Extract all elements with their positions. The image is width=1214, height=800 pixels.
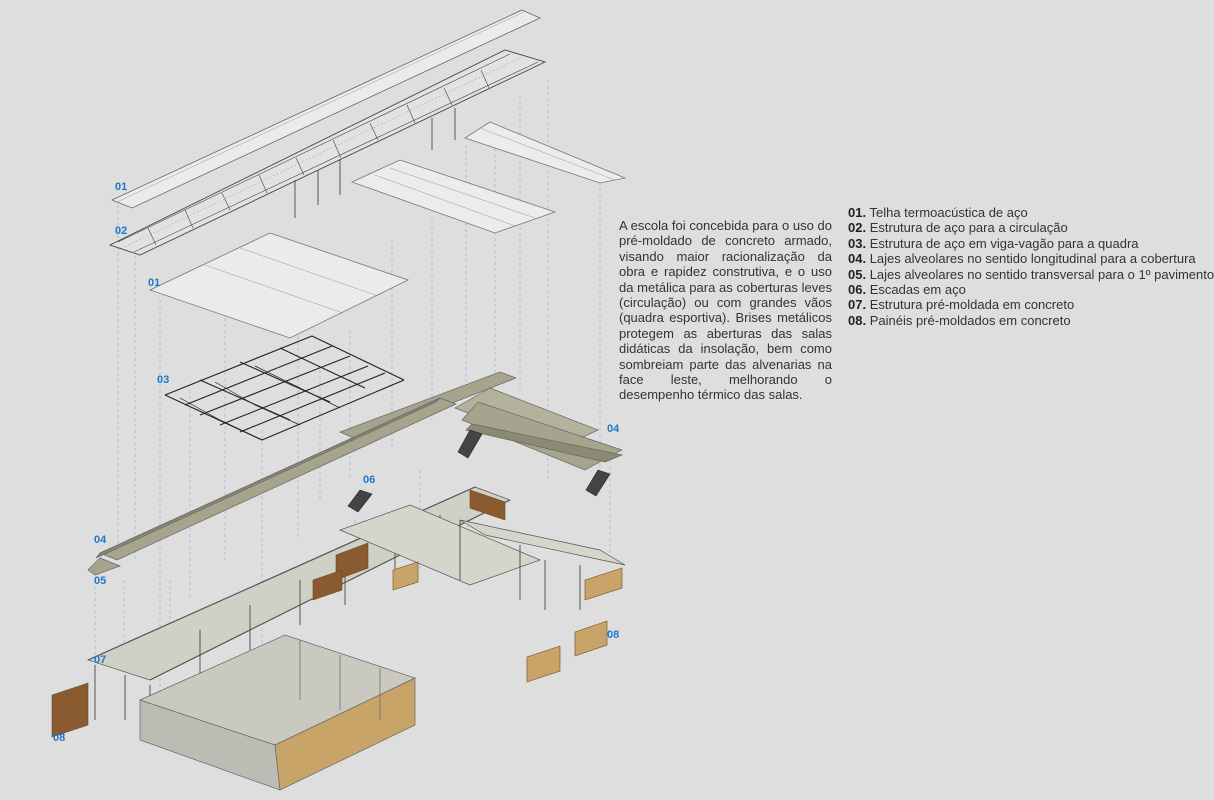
legend-item: 04. Lajes alveolares no sentido longitud… bbox=[848, 251, 1200, 266]
legend-item-text: Estrutura de aço para a circulação bbox=[869, 220, 1068, 236]
legend-item-number: 07. bbox=[848, 297, 867, 313]
legend-item: 03. Estrutura de aço em viga-vagão para … bbox=[848, 236, 1200, 251]
legend-item-number: 02. bbox=[848, 220, 867, 236]
roof-tile-court bbox=[148, 232, 410, 339]
legend-item: 07. Estrutura pré-moldada em concreto bbox=[848, 297, 1200, 312]
legend-item: 01. Telha termoacústica de aço bbox=[848, 205, 1200, 220]
label-panels-left: 08 bbox=[53, 732, 65, 744]
label-steel-circulation: 02 bbox=[115, 225, 127, 237]
legend-item-number: 05. bbox=[848, 266, 867, 282]
legend-item-number: 06. bbox=[848, 282, 867, 298]
slab-longitudinal-right bbox=[339, 371, 624, 471]
legend-item-number: 04. bbox=[848, 251, 867, 267]
roof-tile-circulation bbox=[110, 9, 541, 209]
label-slab-long-left: 04 bbox=[94, 534, 107, 546]
slab-longitudinal-left bbox=[95, 397, 457, 561]
steel-stairs bbox=[347, 429, 611, 513]
legend-item-text: Painéis pré-moldados em concreto bbox=[869, 312, 1071, 328]
legend-item-text: Estrutura pré-moldada em concreto bbox=[869, 297, 1075, 313]
precast-panels bbox=[51, 489, 623, 738]
legend-item-text: Escadas em aço bbox=[869, 282, 966, 298]
legend-item: 08. Painéis pré-moldados em concreto bbox=[848, 313, 1200, 328]
label-panels-right: 08 bbox=[607, 629, 619, 641]
legend-item: 06. Escadas em aço bbox=[848, 282, 1200, 297]
label-stairs: 06 bbox=[363, 474, 375, 486]
legend-item-number: 08. bbox=[848, 312, 867, 328]
label-slab-trans: 05 bbox=[94, 575, 106, 587]
legend-item-text: Telha termoacústica de aço bbox=[869, 205, 1028, 220]
legend-item-text: Lajes alveolares no sentido transversal … bbox=[869, 266, 1214, 282]
label-frame: 07 bbox=[94, 654, 106, 666]
project-description: A escola foi concebida para o uso do pré… bbox=[619, 218, 832, 403]
steel-structure-circulation bbox=[108, 49, 547, 256]
label-truss-court: 03 bbox=[157, 374, 169, 386]
truss-structure-court bbox=[164, 335, 405, 441]
legend-item: 05. Lajes alveolares no sentido transver… bbox=[848, 266, 1214, 282]
label-slab-long-right: 04 bbox=[607, 423, 620, 435]
legend-list: 01. Telha termoacústica de aço 02. Estru… bbox=[848, 205, 1214, 328]
precast-frame bbox=[87, 486, 626, 720]
legend-item: 02. Estrutura de aço para a circulação bbox=[848, 220, 1200, 235]
legend-item-number: 01. bbox=[848, 205, 867, 220]
legend-item-number: 03. bbox=[848, 235, 867, 251]
label-roof-tile-court: 01 bbox=[148, 277, 160, 289]
court-enclosure bbox=[139, 634, 416, 791]
label-roof-tile-circulation: 01 bbox=[115, 181, 127, 193]
roof-tile-court-upper bbox=[350, 121, 627, 234]
legend-item-text: Estrutura de aço em viga-vagão para a qu… bbox=[869, 235, 1139, 251]
legend-item-text: Lajes alveolares no sentido longitudinal… bbox=[869, 251, 1196, 267]
slab-transversal bbox=[87, 557, 121, 576]
